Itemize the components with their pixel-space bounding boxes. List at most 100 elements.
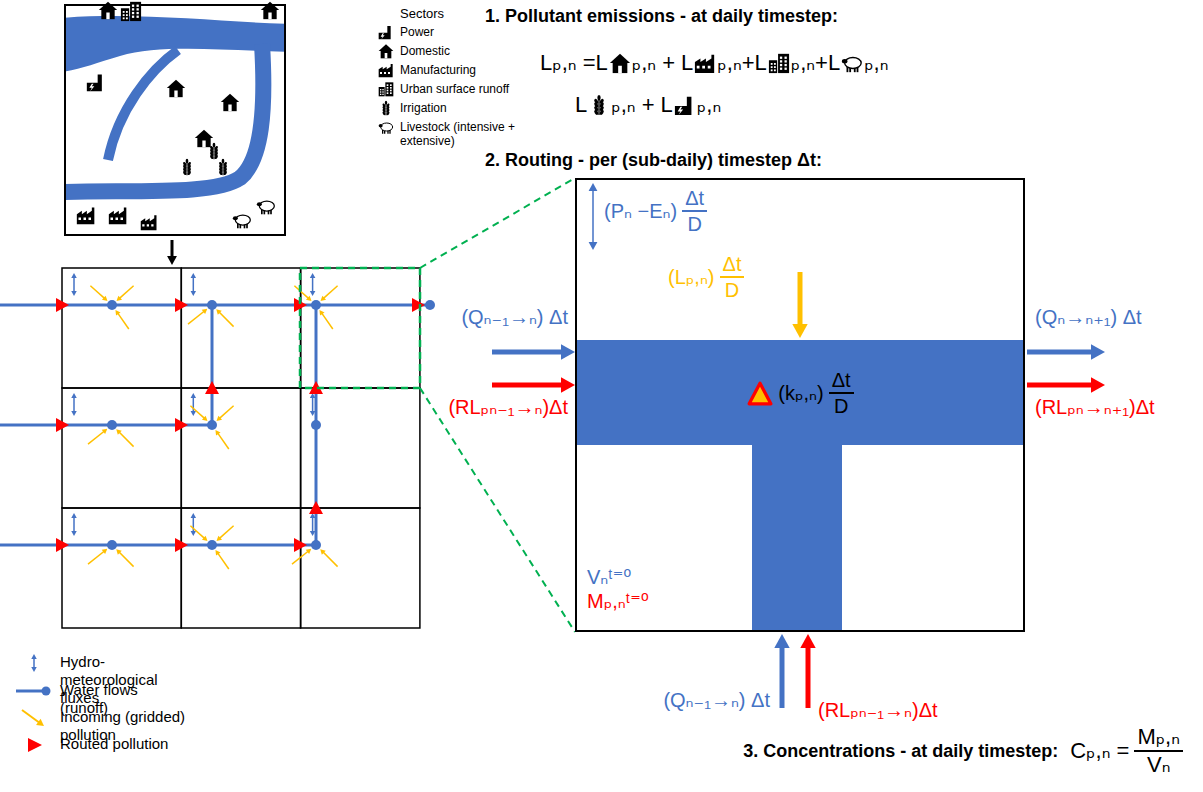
- tri-icon: [749, 383, 771, 404]
- arrow: [1027, 344, 1105, 359]
- figure-part: [71, 531, 77, 536]
- figure-part: [697, 66, 700, 69]
- flux-label: (Pₙ −Eₙ)ΔtD: [604, 186, 707, 236]
- figure-part: [31, 654, 37, 659]
- arrow: [88, 549, 107, 564]
- legend-sample: [378, 100, 394, 116]
- routed-pollution: [56, 298, 425, 552]
- figure-part: [806, 645, 811, 708]
- legend-heading: Sectors: [400, 6, 444, 22]
- legend-item: Routed pollution: [14, 734, 168, 756]
- power-icon: [87, 75, 102, 92]
- figure-part: [319, 310, 324, 316]
- legend-sample: [378, 43, 394, 59]
- figure-part: [385, 53, 388, 58]
- figure-part: [219, 406, 233, 419]
- figure-part: [119, 552, 134, 567]
- arrow: [215, 550, 228, 569]
- figure-part: [118, 313, 129, 329]
- figure-part: [88, 431, 104, 444]
- figure-part: [151, 224, 153, 226]
- figure-part: [56, 298, 69, 312]
- figure-part: [784, 64, 786, 66]
- node-text: (kₚ,ₙ): [778, 381, 823, 405]
- label: 3. Concentrations - at daily timestep:: [743, 741, 1058, 763]
- figure-part: [181, 268, 300, 388]
- zoom-lines: [300, 178, 575, 632]
- figure-part: [89, 84, 94, 92]
- figure-part: [310, 291, 316, 296]
- figure-part: [390, 90, 392, 92]
- figure-part: [599, 109, 605, 115]
- figure-part: [175, 538, 188, 552]
- label: ₚ,ₙ+L: [717, 50, 766, 76]
- figure-part: [107, 300, 117, 310]
- figure-part: [695, 55, 714, 73]
- figure-part: [257, 202, 262, 206]
- figure-part: [137, 5, 139, 7]
- figure-part: [780, 57, 782, 59]
- symbol: [747, 380, 773, 406]
- figure-part: [598, 95, 601, 101]
- label: Vₙ: [1147, 752, 1170, 778]
- figure-part: [678, 107, 684, 115]
- figure-part: [71, 393, 77, 398]
- figure-part: [202, 309, 208, 314]
- urban-icon: [769, 54, 789, 73]
- figure-part: [323, 286, 337, 299]
- figure-part: [36, 719, 44, 726]
- symbol: [768, 52, 790, 74]
- label: 1. Pollutant emissions - at daily timest…: [485, 6, 838, 28]
- legend-sample: [14, 734, 54, 756]
- figure-part: [589, 242, 598, 250]
- legend-text: Manufacturing: [400, 62, 476, 77]
- figure-part: [191, 393, 197, 398]
- label: Δt: [720, 252, 745, 278]
- figure-part: [792, 324, 807, 338]
- house-icon: [610, 54, 630, 73]
- wheat-icon: [182, 159, 191, 176]
- figure-part: [589, 183, 598, 191]
- figure-part: [175, 298, 188, 312]
- figure-part: [73, 277, 75, 292]
- figure-part: [1027, 383, 1094, 388]
- figure-part: [123, 14, 125, 16]
- figure-part: [191, 513, 197, 518]
- house-icon: [195, 130, 213, 148]
- arrow: [188, 309, 207, 324]
- legend-sample: [14, 652, 54, 674]
- factory-icon: [141, 215, 157, 230]
- formula-row: (Qₙ₋₁→ₙ) Δt: [663, 688, 770, 712]
- figure-part: [123, 17, 125, 19]
- urban-icon: [379, 82, 394, 96]
- formula-row: Sectors: [400, 6, 444, 22]
- figure-part: [774, 70, 776, 72]
- figure-part: [213, 143, 216, 148]
- label: ₚ,ₙ: [864, 50, 888, 76]
- label: (Qₙ₋₁→ₙ) Δt: [663, 688, 770, 712]
- figure-part: [618, 66, 622, 73]
- figure-part: [425, 300, 435, 310]
- figure-part: [385, 82, 393, 96]
- figure-part: [384, 72, 386, 74]
- figure-part: [107, 420, 117, 430]
- figure-part: [106, 13, 109, 20]
- factory-icon: [379, 64, 393, 77]
- figure-part: [1027, 350, 1094, 355]
- figure-part: [420, 388, 575, 632]
- arrow: [215, 430, 228, 449]
- figure-part: [259, 201, 274, 211]
- figure-part: [385, 101, 387, 105]
- figure-part: [132, 12, 134, 14]
- figure-part: [207, 300, 217, 310]
- figure-part: [294, 538, 307, 552]
- figure-part: [65, 44, 263, 192]
- figure-part: [311, 420, 321, 430]
- figure-part: [62, 508, 181, 628]
- figure-part: [387, 92, 389, 94]
- sheep-icon: [842, 58, 861, 73]
- legend-sample: [378, 81, 394, 97]
- figure-part: [311, 300, 321, 310]
- figure-part: [770, 63, 772, 65]
- figure-part: [390, 92, 392, 94]
